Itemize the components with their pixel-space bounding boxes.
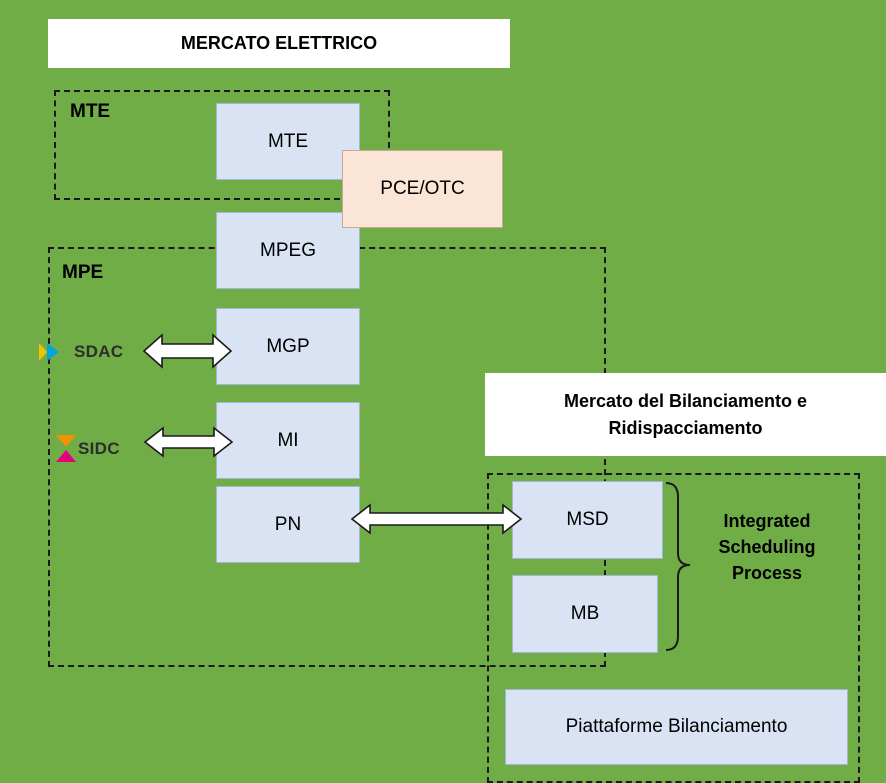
sdac-logo: SDAC	[38, 341, 123, 363]
pce-otc-box: PCE/OTC	[342, 150, 503, 228]
mpeg-box: MPEG	[216, 212, 360, 289]
sidc-logo: SIDC	[54, 434, 120, 464]
mpe-region-label: MPE	[62, 262, 104, 283]
balancing-title-text: Mercato del Bilanciamento e Ridispacciam…	[563, 391, 808, 438]
mb-box-label: MB	[570, 603, 600, 624]
msd-box-label: MSD	[566, 509, 609, 530]
mte-box: MTE	[216, 103, 360, 180]
mb-box: MB	[512, 575, 658, 653]
sdac-mgp-double-arrow	[142, 333, 233, 369]
pce-otc-box-label: PCE/OTC	[380, 178, 465, 199]
msd-box: MSD	[512, 481, 663, 559]
diagram-title: MERCATO ELETTRICO	[48, 19, 510, 68]
sdac-logo-text: SDAC	[74, 342, 124, 361]
mgp-box-label: MGP	[266, 335, 310, 357]
mte-region	[54, 90, 390, 200]
pn-box-label: PN	[274, 513, 302, 535]
pn-box: PN	[216, 486, 360, 563]
isp-label-text: Integrated Scheduling Process	[718, 511, 816, 584]
piattaforme-bilanciamento-box: Piattaforme Bilanciamento	[505, 689, 848, 765]
isp-brace	[665, 482, 691, 651]
mi-box: MI	[216, 402, 360, 479]
mgp-box: MGP	[216, 308, 360, 385]
sdac-chevron-icon	[39, 343, 59, 361]
sidc-logo-text: SIDC	[78, 439, 120, 458]
mte-box-label: MTE	[267, 130, 309, 152]
mi-box-label: MI	[277, 429, 299, 451]
diagram-title-text: MERCATO ELETTRICO	[180, 33, 378, 54]
balancing-title: Mercato del Bilanciamento e Ridispacciam…	[485, 373, 886, 456]
sidc-mi-double-arrow	[143, 426, 234, 458]
sidc-hourglass-icon	[56, 435, 76, 462]
mte-region-label: MTE	[70, 101, 111, 122]
mpeg-box-label: MPEG	[260, 239, 316, 261]
integrated-scheduling-process-label: Integrated Scheduling Process	[694, 508, 840, 586]
pn-msd-double-arrow	[350, 503, 523, 535]
piattaforme-bilanciamento-label: Piattaforme Bilanciamento	[565, 716, 788, 737]
